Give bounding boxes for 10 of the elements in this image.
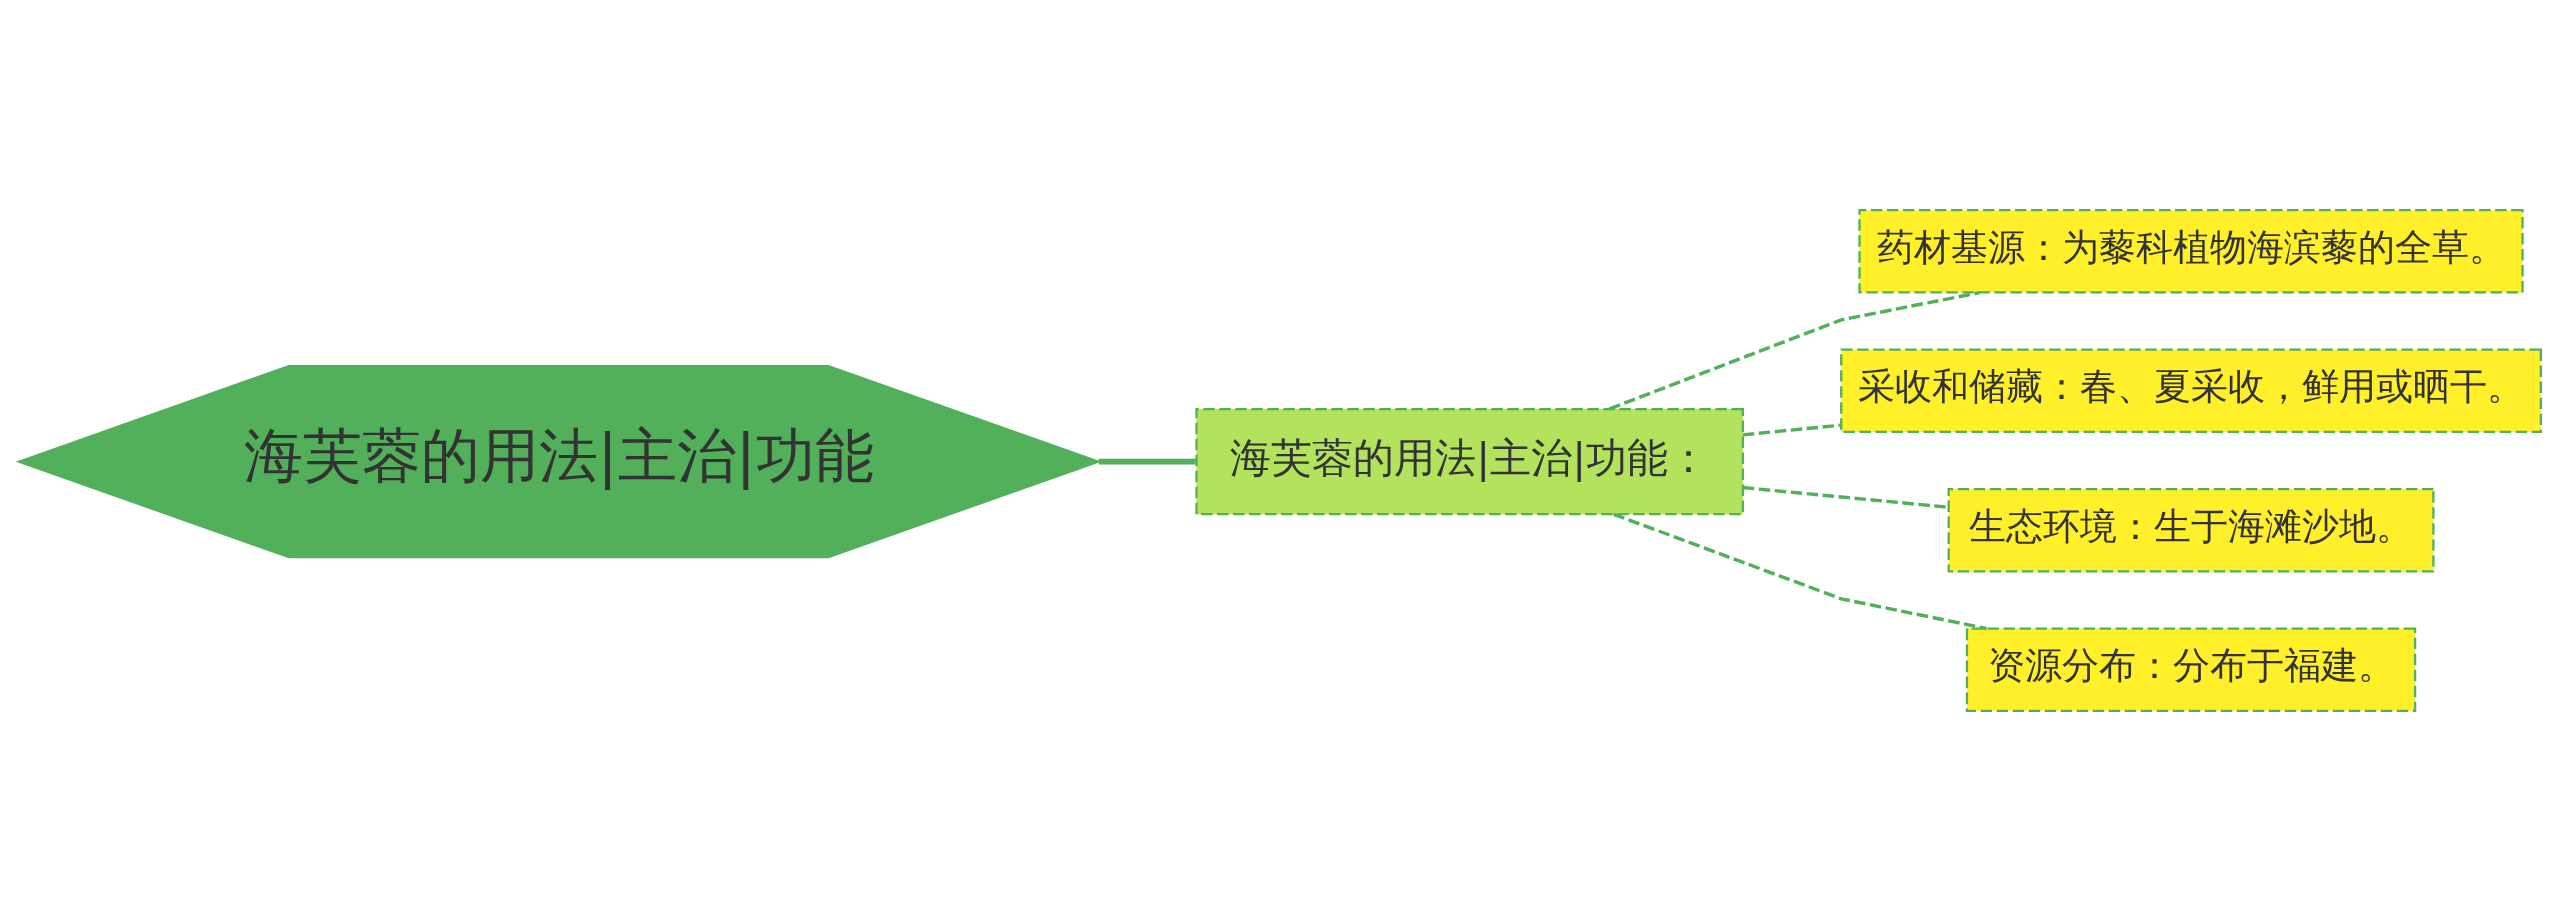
node-box: 药材基源：为藜科植物海滨藜的全草。: [1858, 208, 2524, 294]
connector: [1742, 485, 1949, 509]
connector: [1608, 290, 1980, 410]
node-box: 生态环境：生于海滩沙地。: [1947, 487, 2435, 573]
node-box: 资源分布：分布于福建。: [1965, 626, 2417, 712]
node-box: 海芙蓉的用法|主治|功能：: [1195, 407, 1745, 515]
node-box: 采收和储藏：春、夏采收，鲜用或晒干。: [1840, 347, 2542, 433]
connector: [1742, 422, 1842, 437]
connector: [1613, 512, 1987, 630]
connector: [1098, 458, 1196, 464]
